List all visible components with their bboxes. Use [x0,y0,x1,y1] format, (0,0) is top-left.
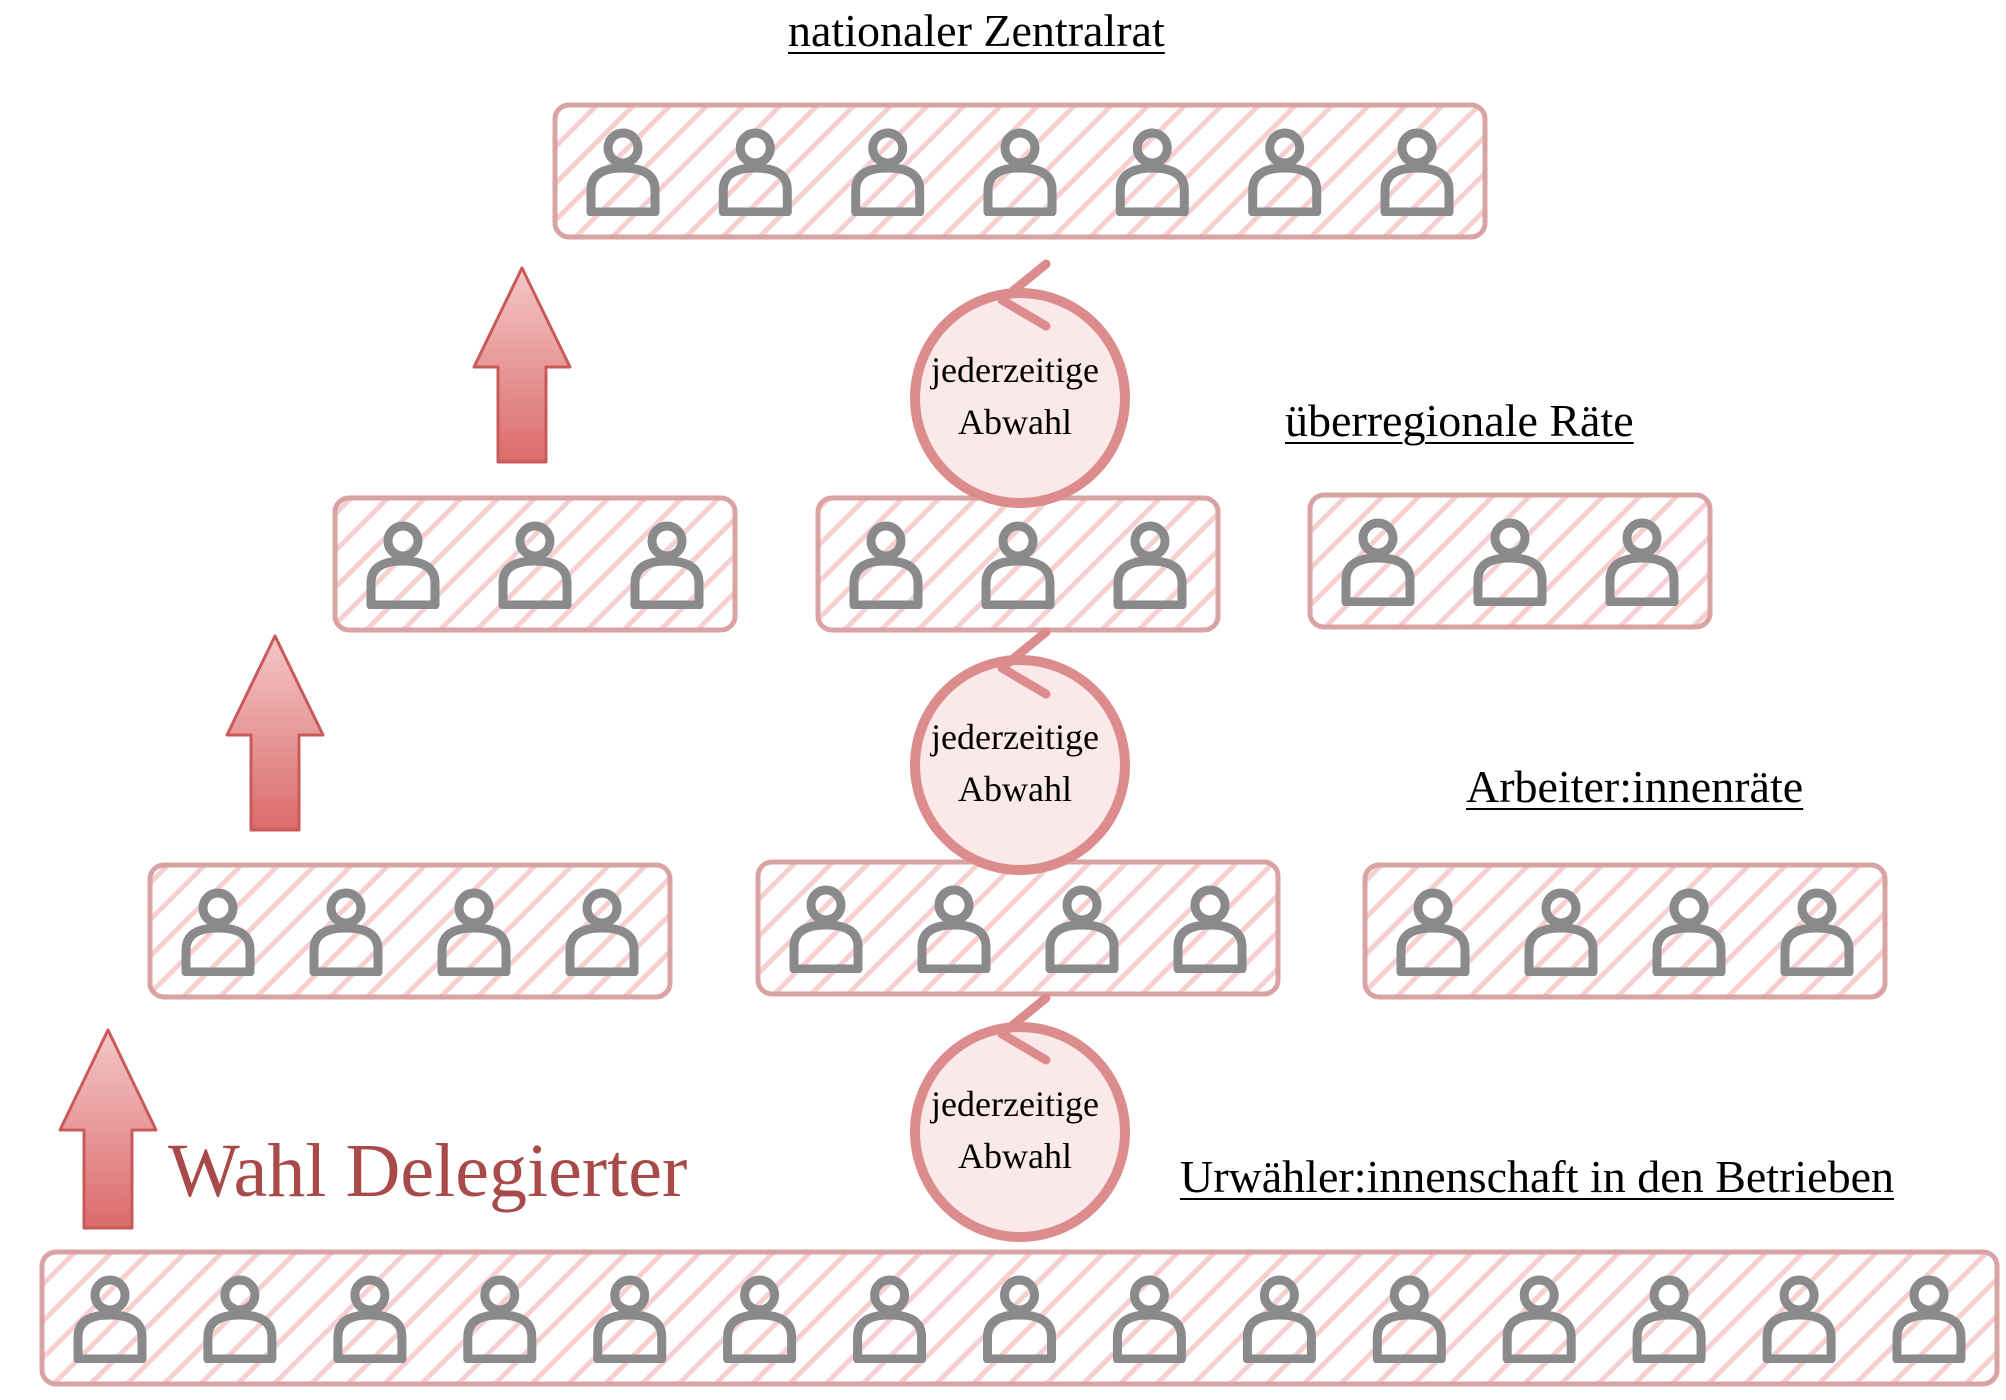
label-national-council: nationaler Zentralrat [788,5,1165,56]
label-base-electorate: Urwähler:innenschaft in den Betrieben [1180,1151,1895,1202]
recall-label: jederzeitige Abwahl [905,1078,1125,1182]
recall-label-line1: jederzeitige [931,717,1099,757]
label-regional-councils: überregionale Räte [1285,395,1634,446]
label-delegate-election: Wahl Delegierter [168,1129,688,1213]
up-arrow-icon [58,1028,158,1230]
recall-label-line2: Abwahl [958,769,1072,809]
label-workers-councils: Arbeiter:innenräte [1466,761,1804,812]
recall-label-line1: jederzeitige [931,1084,1099,1124]
recall-label: jederzeitige Abwahl [905,711,1125,815]
up-arrow-icon [472,266,572,464]
recall-cycle-icon [910,993,1130,1242]
box-workers-3 [1362,862,1888,1000]
recall-circles [910,259,1130,1242]
election-arrows [58,266,572,1230]
recall-label-line2: Abwahl [958,1136,1072,1176]
up-arrow-icon [225,634,325,832]
box-workers-1 [147,862,673,1000]
recall-cycle-icon [910,627,1130,875]
recall-label-line1: jederzeitige [931,350,1099,390]
recall-label: jederzeitige Abwahl [905,344,1125,448]
recall-cycle-icon [910,259,1130,508]
recall-label-line2: Abwahl [958,402,1072,442]
